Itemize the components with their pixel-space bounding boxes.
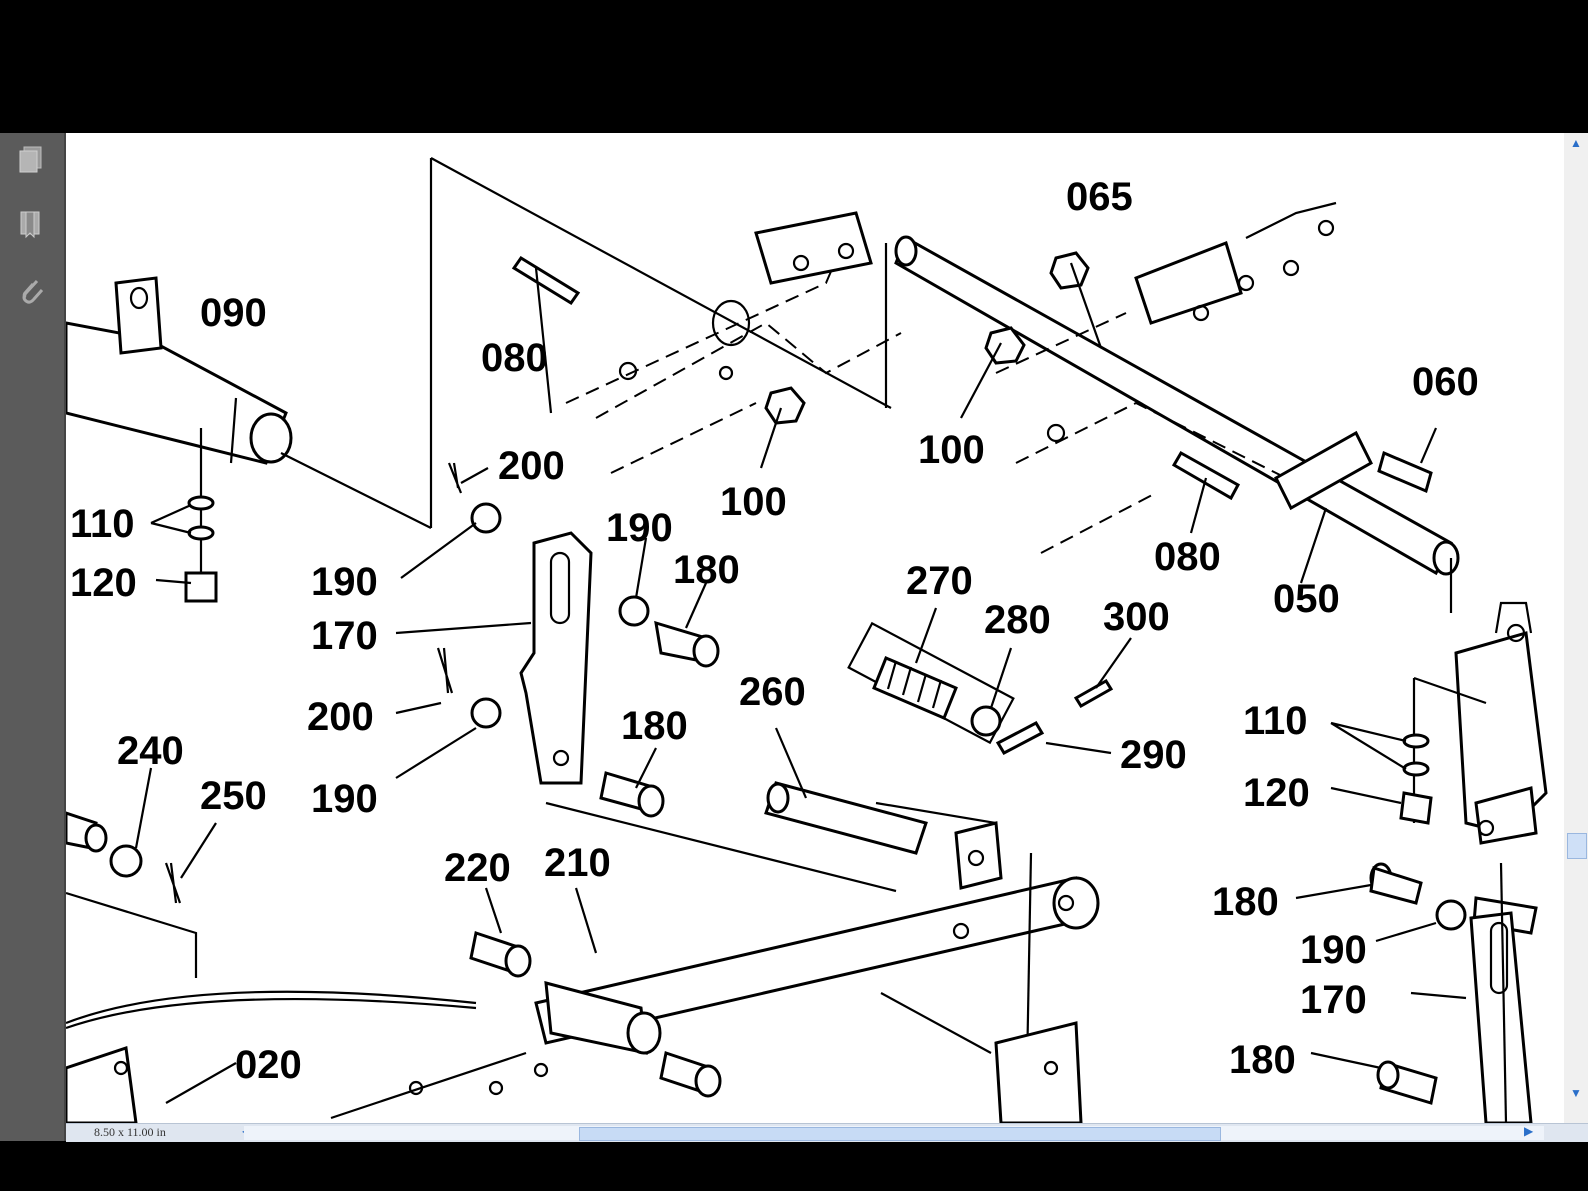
part-label-270: 270 <box>906 559 973 603</box>
part-label-210: 210 <box>544 841 611 885</box>
navigation-pane <box>0 133 66 1141</box>
part-label-300: 300 <box>1103 595 1170 639</box>
pages-icon[interactable] <box>14 143 48 177</box>
vertical-scroll-thumb[interactable] <box>1567 833 1587 859</box>
scroll-down-icon[interactable]: ▼ <box>1570 1086 1582 1100</box>
part-label-240: 240 <box>117 729 184 773</box>
horizontal-scroll-thumb[interactable] <box>579 1127 1221 1141</box>
part-label-080: 080 <box>481 336 548 380</box>
part-label-220: 220 <box>444 846 511 890</box>
part-label-180: 180 <box>1212 880 1279 924</box>
part-label-190: 190 <box>311 777 378 821</box>
part-label-090: 090 <box>200 291 267 335</box>
part-label-020: 020 <box>235 1043 302 1087</box>
part-label-200: 200 <box>498 444 565 488</box>
part-label-250: 250 <box>200 774 267 818</box>
pdf-viewer: 065 090 080 060 100 100 200 110 190 190 … <box>0 133 1588 1142</box>
part-label-200: 200 <box>307 695 374 739</box>
part-label-290: 290 <box>1120 733 1187 777</box>
part-label-190: 190 <box>606 506 673 550</box>
part-label-110: 110 <box>70 502 135 546</box>
part-label-280: 280 <box>984 598 1051 642</box>
part-label-050: 050 <box>1273 577 1340 621</box>
part-label-120: 120 <box>1243 771 1310 815</box>
part-label-180: 180 <box>673 548 740 592</box>
part-label-190: 190 <box>1300 928 1367 972</box>
part-label-080: 080 <box>1154 535 1221 579</box>
horizontal-scrollbar[interactable] <box>244 1126 1544 1141</box>
part-label-170: 170 <box>311 614 378 658</box>
page-size-label: 8.50 x 11.00 in <box>94 1125 166 1139</box>
vertical-scrollbar[interactable]: ▲ ▼ <box>1564 133 1588 1123</box>
status-bar: 8.50 x 11.00 in ◀ ▶ <box>66 1123 1588 1142</box>
scroll-right-icon[interactable]: ▶ <box>1524 1124 1534 1138</box>
part-label-260: 260 <box>739 670 806 714</box>
part-label-060: 060 <box>1412 360 1479 404</box>
part-label-180: 180 <box>621 704 688 748</box>
parts-diagram: 065 090 080 060 100 100 200 110 190 190 … <box>66 157 1548 1123</box>
part-label-100: 100 <box>720 480 787 524</box>
scroll-up-icon[interactable]: ▲ <box>1570 136 1582 150</box>
part-label-180: 180 <box>1229 1038 1296 1082</box>
part-label-110: 110 <box>1243 699 1308 743</box>
part-label-190: 190 <box>311 560 378 604</box>
part-label-120: 120 <box>70 561 137 605</box>
part-label-170: 170 <box>1300 978 1367 1022</box>
paperclip-icon[interactable] <box>14 273 48 307</box>
document-page: 065 090 080 060 100 100 200 110 190 190 … <box>66 133 1564 1123</box>
part-label-100: 100 <box>918 428 985 472</box>
bookmarks-icon[interactable] <box>14 207 48 241</box>
part-label-065: 065 <box>1066 175 1133 219</box>
